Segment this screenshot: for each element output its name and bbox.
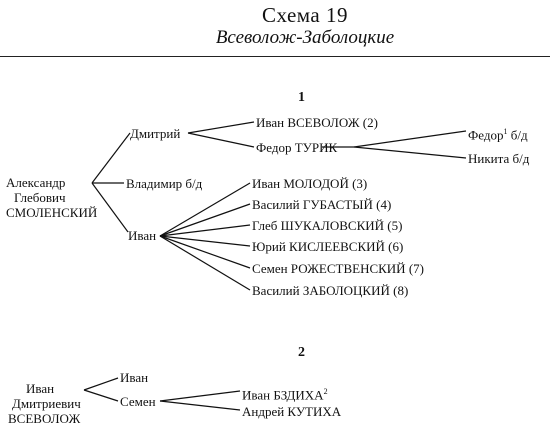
edge-dmitry-fedor-turik — [187, 132, 255, 148]
node-fedor-suffix: б/д — [510, 127, 528, 143]
header-rule — [0, 56, 550, 57]
root-name-line2: Глебович — [14, 190, 66, 205]
node-vasiliy-gubastyy: Василий ГУБАСТЫЙ (4) — [252, 197, 392, 212]
root2-name-line1: Иван — [26, 381, 55, 396]
node-fedor-turik: Федор ТУРИК — [256, 140, 338, 155]
diagram-title: Схема 19 — [261, 3, 349, 27]
edge-root2-semen — [83, 389, 119, 402]
node-vasiliy-zabolotskiy: Василий ЗАБОЛОЦКИЙ (8) — [252, 283, 409, 298]
node2-ivan-bzdikha-name: Иван БЗДИХА — [242, 387, 324, 403]
node-yuriy-kisleevskiy: Юрий КИСЛЕЕВСКИЙ (6) — [252, 239, 404, 254]
edge-ivan-molodoy — [159, 182, 251, 237]
node-ivan-vsevolozh: Иван ВСЕВОЛОЖ (2) — [256, 115, 378, 130]
edge-semen-kutikha — [159, 400, 241, 411]
edge-fedor-turik-fedor — [353, 130, 467, 148]
node-fedor-name: Федор — [468, 127, 504, 143]
node-dmitry: Дмитрий — [130, 126, 181, 141]
footnote-marker-1: 1 — [503, 127, 508, 136]
node-ivan-molodoy: Иван МОЛОДОЙ (3) — [252, 176, 368, 191]
node-semen-rozhestvenskiy: Семен РОЖЕСТВЕНСКИЙ (7) — [252, 261, 424, 276]
edge-ivan-rozhestvenskiy — [159, 235, 251, 269]
edge-fedor-turik-nikita — [353, 146, 467, 159]
edge-ivan-zabolotskiy — [159, 235, 251, 291]
section-1-number: 1 — [298, 90, 305, 105]
edge-root-ivan — [91, 182, 129, 233]
root2-name-line2: Дмитриевич — [12, 396, 81, 411]
root-name-line1: Александр — [6, 175, 66, 190]
node2-ivan-bzdikha: Иван БЗДИХА2 — [242, 384, 328, 402]
node-gleb-shukalovskiy: Глеб ШУКАЛОВСКИЙ (5) — [252, 218, 403, 233]
node-ivan: Иван — [128, 228, 157, 243]
root-name-line3: СМОЛЕНСКИЙ — [6, 205, 98, 220]
footnote-marker-2: 2 — [323, 387, 328, 396]
edge-root-dmitry — [91, 132, 131, 184]
edge-dmitry-ivan-vsevolozh — [187, 121, 255, 134]
edge-semen-bzdikha — [159, 390, 241, 402]
node2-semen: Семен — [120, 394, 156, 409]
diagram-subtitle: Всеволож-Заболоцкие — [215, 27, 395, 48]
node2-ivan: Иван — [120, 370, 149, 385]
edge-root2-ivan — [83, 377, 119, 391]
section-2-number: 2 — [298, 345, 305, 360]
edge-ivan-kisleevskiy — [159, 235, 251, 247]
edge-ivan-gubastyy — [159, 203, 251, 237]
node2-andrey-kutikha: Андрей КУТИХА — [242, 404, 342, 419]
node-vladimir: Владимир б/д — [126, 176, 203, 191]
node-fedor: Федор1 б/д — [468, 124, 528, 142]
edge-ivan-shukalovskiy — [159, 224, 251, 237]
root2-name-line3: ВСЕВОЛОЖ — [8, 411, 81, 426]
node-nikita: Никита б/д — [468, 151, 530, 166]
